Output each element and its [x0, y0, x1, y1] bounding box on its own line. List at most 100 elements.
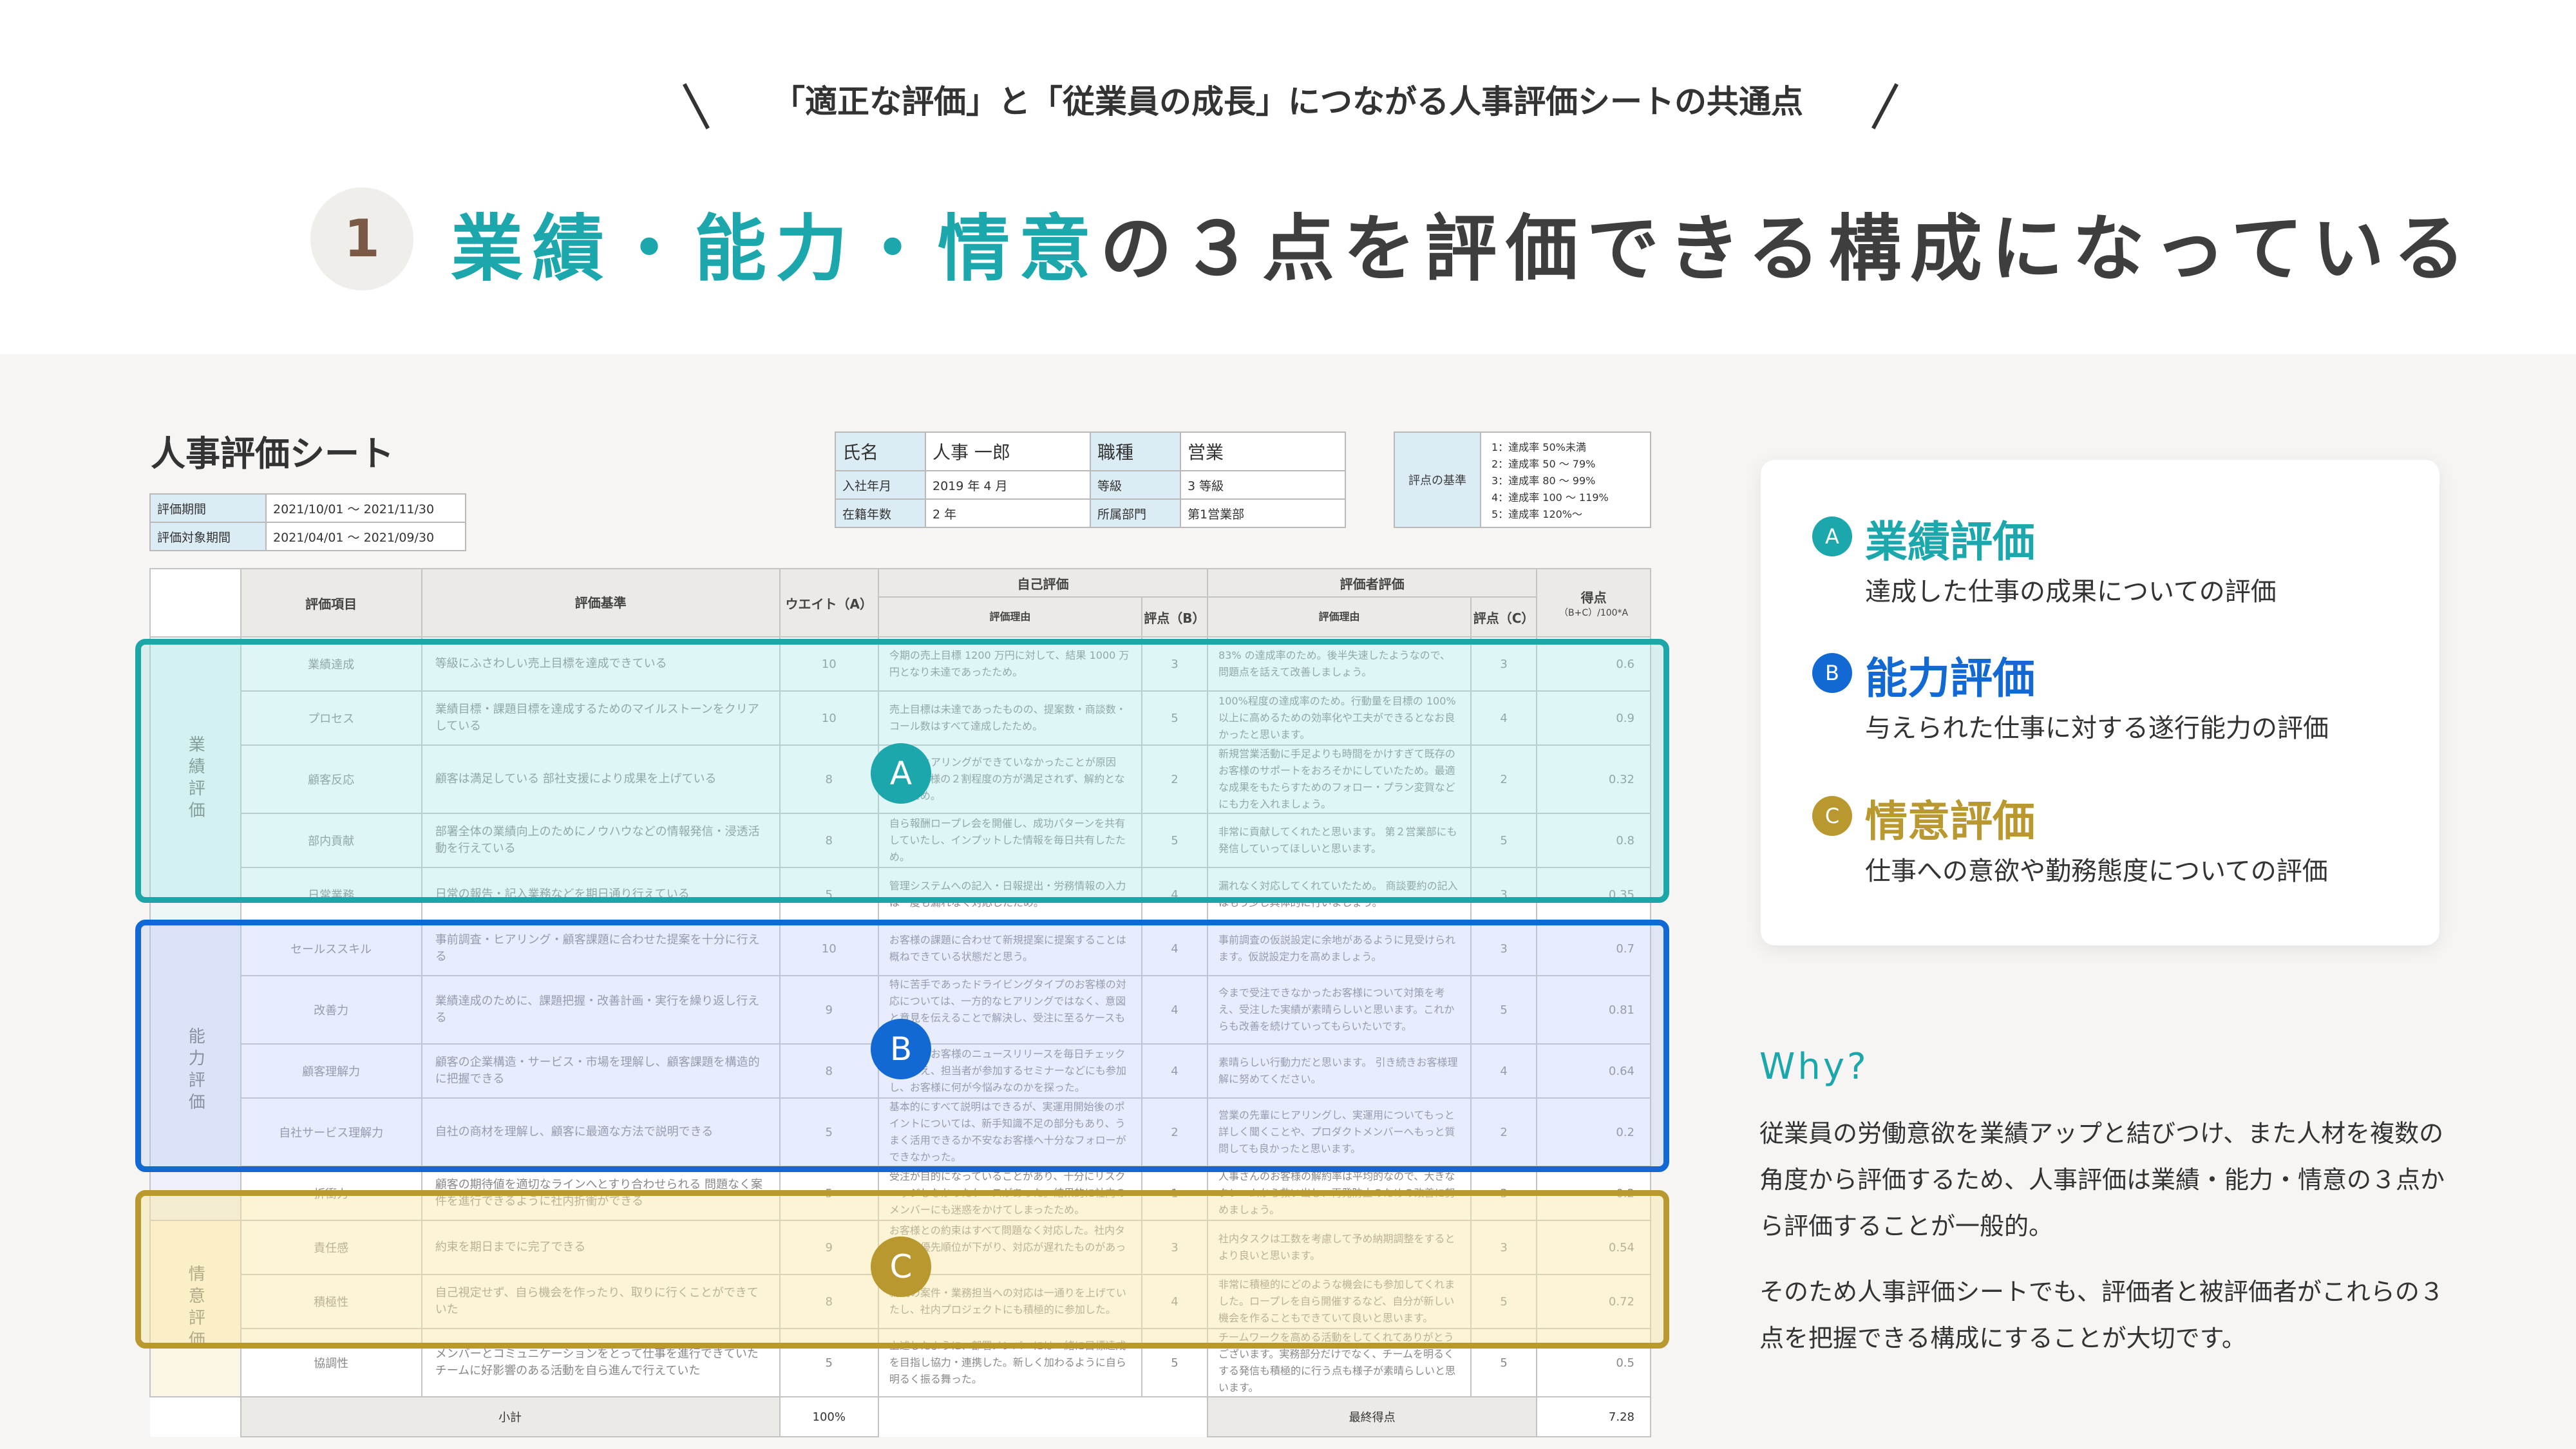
row-item: プロセス [240, 690, 422, 746]
row-eval-reason: 非常に積極的にどのような機会にも参加してくれました。ロープレを自ら開催するなど、… [1207, 1274, 1472, 1329]
job-label: 職種 [1090, 431, 1181, 471]
row-item: 協調性 [240, 1328, 422, 1397]
row-weight: 9 [779, 1220, 879, 1275]
row-score-c: 3 [1470, 867, 1538, 922]
score-criteria-box: 評点の基準 1：達成率 50%未満 2：達成率 50 ～ 79% 3：達成率 8… [1394, 431, 1651, 528]
row-standard: メンバーとコミュニケーションをとって仕事を進行できていた チームに好影響のある活… [421, 1328, 781, 1397]
tenure-value: 2 年 [925, 498, 1091, 528]
row-weight: 10 [779, 636, 879, 692]
row-total: 0.32 [1536, 744, 1651, 814]
header-weight: ウエイト（A） [779, 568, 879, 638]
name-label: 氏名 [835, 431, 926, 471]
row-score-b: 3 [1141, 1220, 1209, 1275]
row-score-b: 4 [1141, 1274, 1209, 1329]
blank-cell [878, 1397, 1208, 1437]
row-standard: 顧客は満足している 部社支援により成果を上げている [421, 744, 781, 814]
legend-a-title: 業績評価 [1865, 517, 2035, 567]
score-criteria-lines: 1：達成率 50%未満 2：達成率 50 ～ 79% 3：達成率 80 ～ 99… [1492, 439, 1609, 523]
evaluation-table: 評価項目 評価基準 ウエイト（A） 自己評価 評価者評価 得点（B+C）/100… [149, 568, 1651, 1437]
row-standard: 等級にふさわしい売上目標を達成できている [421, 636, 781, 692]
row-score-b: 4 [1141, 867, 1209, 922]
row-standard: 自社の商材を理解し、顧客に最適な方法で説明できる [421, 1097, 781, 1167]
row-standard: 部署全体の業績向上のためにノウハウなどの情報発信・浸透活動を行えている [421, 813, 781, 868]
row-score-c: 3 [1470, 921, 1538, 976]
legend-a-desc: 達成した仕事の成果についての評価 [1865, 577, 2277, 607]
row-weight: 10 [779, 921, 879, 976]
name-value: 人事 一郎 [925, 431, 1091, 471]
why-heading: Why? [1759, 1046, 1869, 1088]
header-total: 得点（B+C）/100*A [1536, 568, 1651, 638]
header-self-reason: 評価理由 [877, 596, 1142, 638]
row-weight: 5 [779, 1097, 879, 1167]
header-total-label: 得点 [1580, 589, 1607, 605]
row-total: 0.2 [1536, 1097, 1651, 1167]
headline-highlight: 業績・能力・情意 [451, 207, 1100, 291]
row-total: 0.81 [1536, 975, 1651, 1045]
row-score-c: 5 [1470, 813, 1538, 868]
row-standard: 約束を期日までに完了できる [421, 1220, 781, 1275]
row-total: 0.7 [1536, 921, 1651, 976]
row-score-c: 4 [1470, 1043, 1538, 1099]
row-standard: 顧客の企業構造・サービス・市場を理解し、顧客課題を構造的に把握できる [421, 1043, 781, 1099]
badge-c: C [871, 1236, 931, 1297]
legend-c-title: 情意評価 [1865, 797, 2035, 846]
row-score-c: 2 [1470, 1097, 1538, 1167]
legend-b-desc: 与えられた仕事に対する遂行能力の評価 [1865, 714, 2329, 743]
job-value: 営業 [1180, 431, 1346, 471]
badge-a: A [871, 743, 931, 804]
row-item: 責任感 [240, 1220, 422, 1275]
row-weight: 8 [779, 744, 879, 814]
row-score-b: 4 [1141, 921, 1209, 976]
dept-value: 第1営業部 [1180, 498, 1346, 528]
tenure-label: 在籍年数 [835, 498, 926, 528]
row-total: 0.64 [1536, 1043, 1651, 1099]
row-standard: 業績目標・課題目標を達成するためのマイルストーンをクリアしている [421, 690, 781, 746]
blank-cell [150, 1397, 241, 1437]
row-score-b: 3 [1141, 636, 1209, 692]
row-eval-reason: 漏れなく対応してくれていたため。 商談要約の記入はもう少し具体的に行いましょう。 [1207, 867, 1472, 922]
row-weight: 10 [779, 690, 879, 746]
final-score-label: 最終得点 [1207, 1396, 1538, 1437]
row-item: 改善力 [240, 975, 422, 1045]
row-weight: 8 [779, 1274, 879, 1329]
row-self-reason: お客様の課題に合わせて新規提案に提案することは概ねできている状態だと思う。 [877, 921, 1142, 976]
criteria-line: 3：達成率 80 ～ 99% [1492, 475, 1596, 487]
join-label: 入社年月 [835, 470, 926, 500]
row-eval-reason: 今まで受注できなかったお客様について対策を考え、受注した実績が素晴らしいと思いま… [1207, 975, 1472, 1045]
row-score-b: 4 [1141, 1043, 1209, 1099]
period-value: 2021/10/01 ～ 2021/11/30 [265, 493, 466, 523]
legend-c-dot: C [1812, 796, 1852, 836]
row-eval-reason: 100%程度の達成率のため。行動量を目標の 100%以上に高めるための効率化や工… [1207, 690, 1472, 746]
row-item: 業績達成 [240, 636, 422, 692]
point-number: 1 [310, 187, 413, 290]
row-standard: 業績達成のために、課題把握・改善計画・実行を繰り返し行える [421, 975, 781, 1045]
row-eval-reason: 新規営業活動に手足よりも時間をかけすぎて既存のお客様のサポートをおろそかにしてい… [1207, 744, 1472, 814]
row-total: 0.9 [1536, 690, 1651, 746]
grade-value: 3 等級 [1180, 470, 1346, 500]
legend-card: A 業績評価 達成した仕事の成果についての評価 B 能力評価 与えられた仕事に対… [1761, 460, 2439, 945]
row-score-c: 3 [1470, 636, 1538, 692]
row-score-b: 2 [1141, 1097, 1209, 1167]
legend-b-dot: B [1812, 653, 1852, 693]
why-paragraph-1: 従業員の労働意欲を業績アップと結びつけ、また人材を複数の角度から評価するため、人… [1759, 1119, 2445, 1240]
period-label: 評価期間 [149, 493, 267, 523]
grade-label: 等級 [1090, 470, 1181, 500]
row-weight: 5 [779, 867, 879, 922]
row-eval-reason: 83% の達成率のため。後半失速したようなので、問題点を話えて改善しましょう。 [1207, 636, 1472, 692]
row-score-c: 5 [1470, 1328, 1538, 1397]
row-item: 顧客理解力 [240, 1043, 422, 1099]
subtotal-label: 小計 [240, 1396, 781, 1437]
target-period-label: 評価対象期間 [149, 522, 267, 551]
row-score-c: 3 [1470, 1220, 1538, 1275]
table-row: 協調性メンバーとコミュニケーションをとって仕事を進行できていた チームに好影響の… [150, 1328, 1651, 1397]
row-weight: 9 [779, 975, 879, 1045]
row-item: 部内貢献 [240, 813, 422, 868]
